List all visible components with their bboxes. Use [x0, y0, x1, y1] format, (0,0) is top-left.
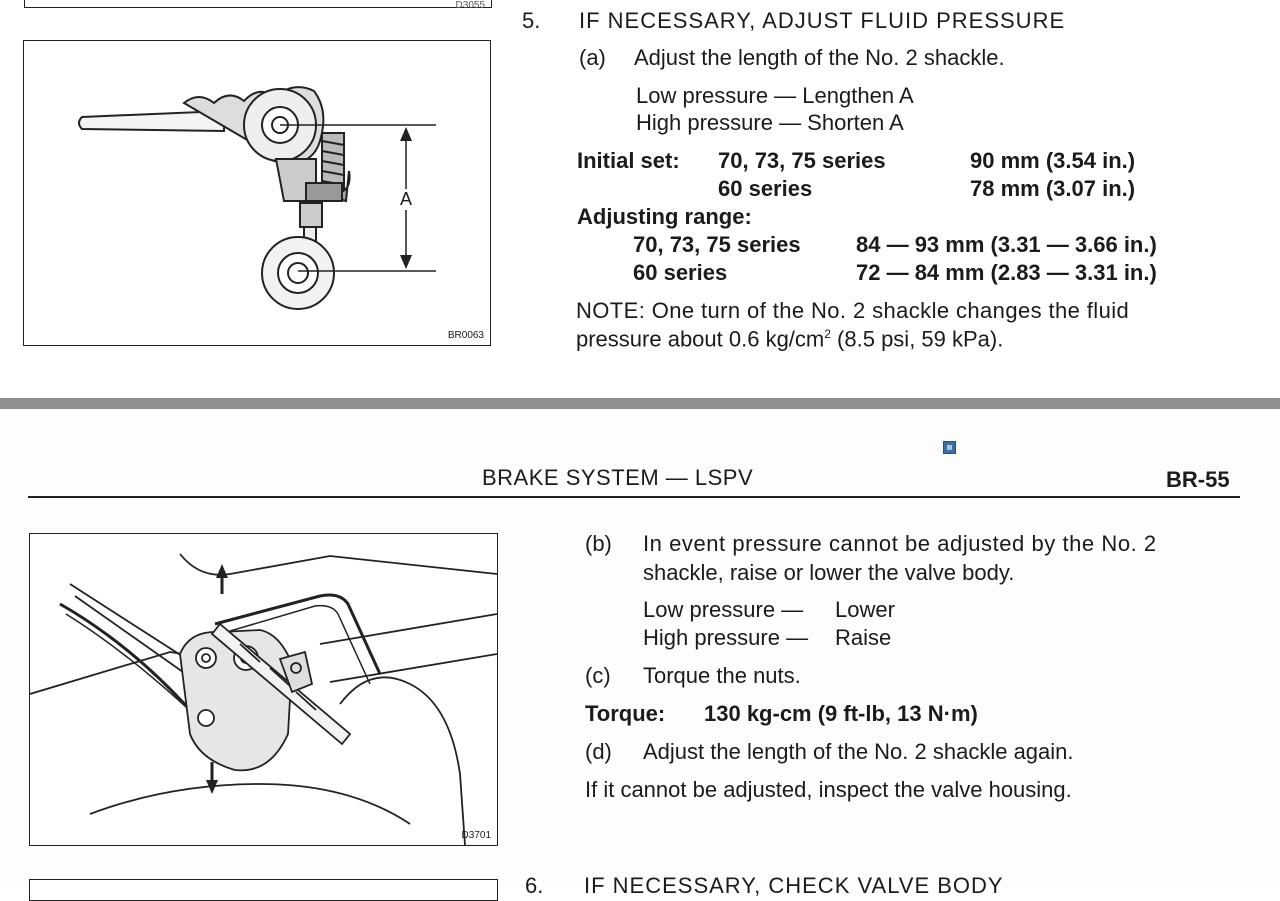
figure-code: D3701: [461, 830, 491, 841]
shackle-illustration: [78, 86, 436, 310]
high-pressure-line: High pressure — Shorten A: [636, 110, 904, 135]
step-title: IF NECESSARY, CHECK VALVE BODY: [584, 873, 1004, 898]
substep-marker-c: (c): [585, 663, 611, 688]
step-title: IF NECESSARY, ADJUST FLUID PRESSURE: [579, 8, 1066, 33]
initial-series: 70, 73, 75 series: [718, 148, 886, 173]
figure-code: BR0063: [447, 330, 484, 341]
high-pressure-label: High pressure —: [643, 625, 809, 650]
initial-set-label: Initial set:: [577, 148, 680, 173]
figure-shackle-diagram: A BR0063: [23, 40, 491, 346]
note-line-2-text: pressure about 0.6 kg/cm: [576, 326, 825, 352]
substep-text-a: Adjust the length of the No. 2 shackle.: [634, 45, 1005, 70]
step-number: 5.: [522, 8, 541, 33]
low-pressure-label: Low pressure —: [643, 597, 804, 622]
substep-marker-b: (b): [585, 531, 612, 556]
range-value: 84 — 93 mm (3.31 — 3.66 in.): [856, 232, 1157, 257]
substep-text-b-line1: In event pressure cannot be adjusted by …: [643, 531, 1157, 556]
range-series: 70, 73, 75 series: [633, 232, 801, 257]
figure-bottom-cut: [29, 879, 498, 901]
valve-body-illustration: [30, 553, 497, 845]
note-superscript: 2: [824, 327, 831, 341]
initial-value: 90 mm (3.54 in.): [970, 148, 1136, 173]
page-divider: [0, 398, 1280, 409]
blue-marker: [943, 441, 956, 454]
high-pressure-value: Raise: [835, 625, 892, 650]
step-number: 6.: [525, 873, 544, 898]
low-pressure-line: Low pressure — Lengthen A: [636, 83, 914, 108]
substep-text-c: Torque the nuts.: [643, 663, 801, 688]
substep-text-d: Adjust the length of the No. 2 shackle a…: [643, 739, 1074, 764]
dimension-label-a: A: [400, 189, 413, 210]
substep-marker-d: (d): [585, 739, 612, 764]
initial-value: 78 mm (3.07 in.): [970, 176, 1136, 201]
header-rule: [28, 496, 1240, 498]
note-line-2: pressure about 0.6 kg/cm2 (8.5 psi, 59 k…: [576, 328, 1003, 350]
torque-label: Torque:: [585, 701, 666, 726]
page-header-title: BRAKE SYSTEM — LSPV: [482, 465, 754, 490]
range-series: 60 series: [633, 260, 728, 285]
low-pressure-value: Lower: [835, 597, 895, 622]
note-line-1: NOTE: One turn of the No. 2 shackle chan…: [576, 298, 1130, 323]
final-instruction: If it cannot be adjusted, inspect the va…: [585, 777, 1072, 802]
substep-marker-a: (a): [579, 45, 606, 70]
figure-code-cut: D3055: [455, 0, 485, 11]
initial-series: 60 series: [718, 176, 813, 201]
adjusting-range-label: Adjusting range:: [577, 204, 752, 229]
page-number: BR-55: [1166, 467, 1230, 492]
range-value: 72 — 84 mm (2.83 — 3.31 in.): [856, 260, 1157, 285]
figure-valve-body-diagram: D3701: [29, 533, 498, 846]
figure-top-cut: D3055: [24, 0, 492, 11]
note-line-2-tail: (8.5 psi, 59 kPa).: [830, 326, 1004, 352]
substep-text-b-line2: shackle, raise or lower the valve body.: [643, 560, 1015, 585]
torque-value: 130 kg-cm (9 ft-lb, 13 N·m): [704, 701, 978, 726]
